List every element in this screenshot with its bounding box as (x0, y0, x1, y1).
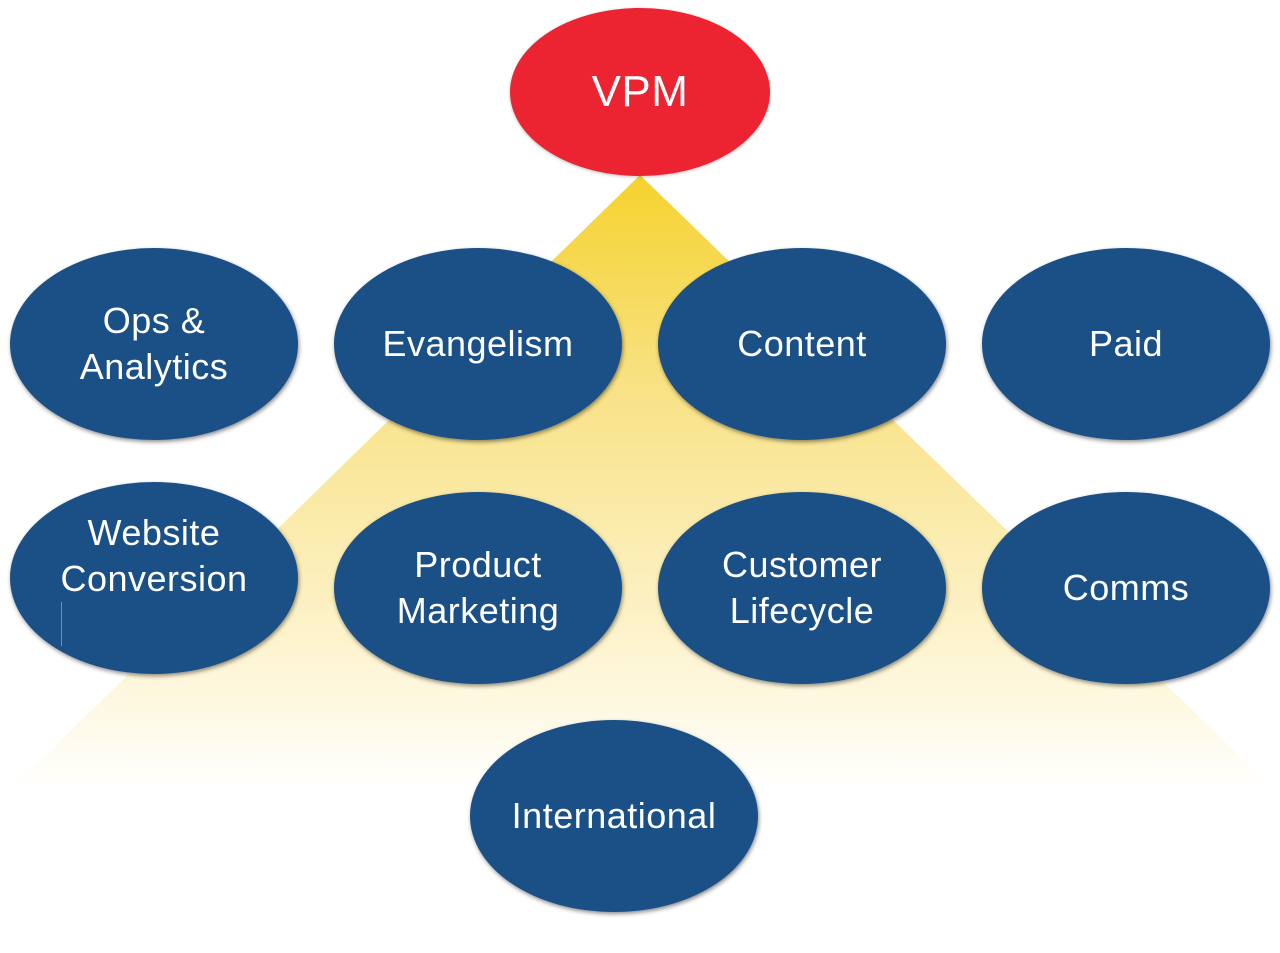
pyramid-shape (10, 175, 1275, 790)
node-label-line: Analytics (79, 346, 229, 387)
node-ops-analytics[interactable]: Ops & Analytics (10, 248, 298, 440)
node-international[interactable]: International (470, 720, 758, 912)
node-label-line: Conversion (60, 556, 247, 646)
node-label: Comms (1062, 567, 1190, 608)
node-label: International (511, 795, 717, 836)
node-vpm[interactable]: VPM (510, 8, 770, 176)
node-label: VPM (591, 67, 689, 116)
node-evangelism[interactable]: Evangelism (334, 248, 622, 440)
node-label-line: Customer (721, 544, 883, 585)
node-label-line: Product (414, 544, 542, 585)
text-cursor (61, 602, 63, 646)
node-label: Content (737, 323, 867, 364)
node-content[interactable]: Content (658, 248, 946, 440)
node-label-line: Marketing (396, 590, 560, 631)
node-paid[interactable]: Paid (982, 248, 1270, 440)
node-label: Evangelism (382, 323, 574, 364)
node-label-line: Website (87, 512, 221, 553)
node-label-line: Ops & (102, 300, 206, 341)
node-comms[interactable]: Comms (982, 492, 1270, 684)
node-label: Paid (1088, 323, 1164, 364)
node-label-line: Lifecycle (729, 590, 875, 631)
